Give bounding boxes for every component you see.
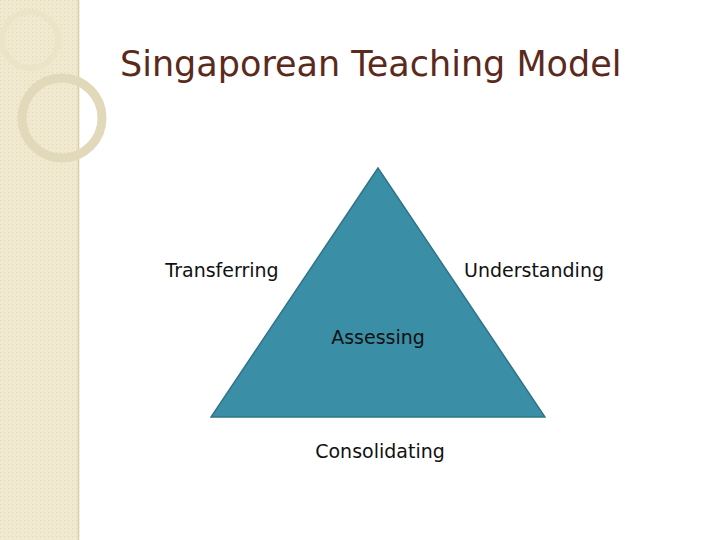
deco-ring xyxy=(2,12,58,68)
stage-label: Understanding xyxy=(464,259,604,282)
stage-label: Consolidating xyxy=(315,440,445,463)
triangle-outline xyxy=(210,167,546,418)
slide-title: Singaporean Teaching Model xyxy=(120,44,622,84)
node-label: Assessing xyxy=(331,326,425,349)
deco-ring xyxy=(22,78,102,158)
triangle-shape: Assessing xyxy=(210,167,546,418)
stage-label: Transferring xyxy=(165,259,278,282)
